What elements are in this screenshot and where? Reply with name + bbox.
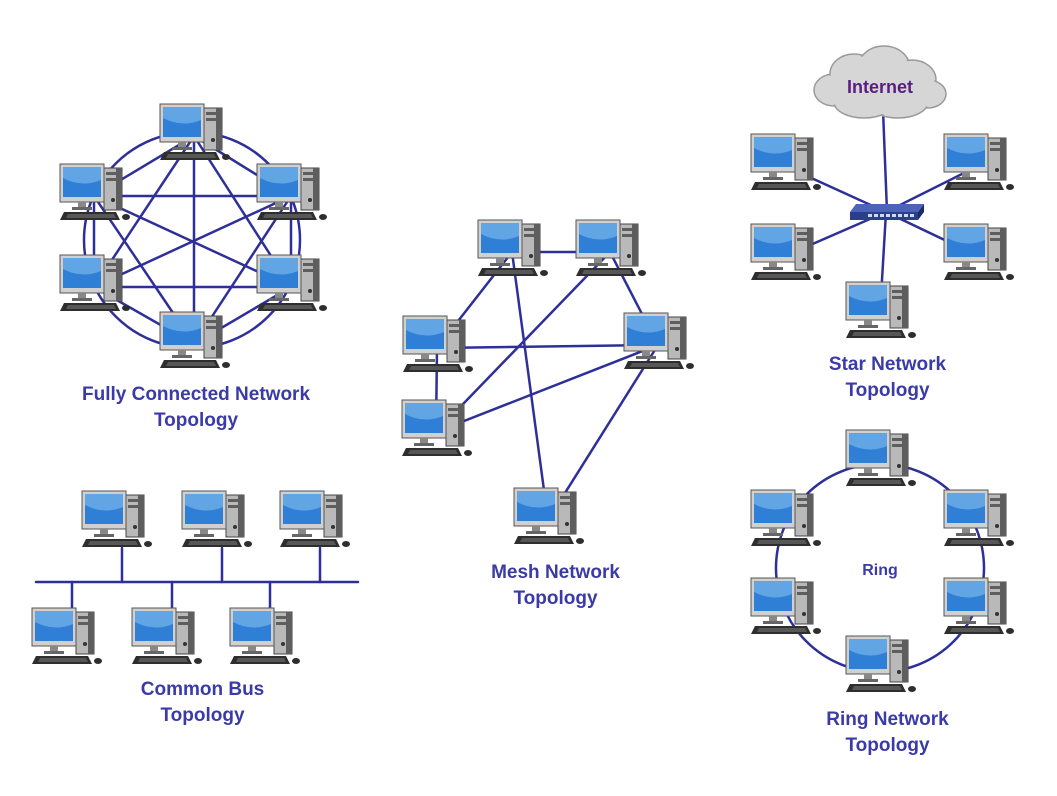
star-uplink-line — [881, 108, 889, 214]
desktop-computer-icon — [943, 489, 1014, 546]
ring-title: Ring Network Topology — [795, 707, 980, 759]
mesh-link — [435, 343, 660, 350]
desktop-computer-icon — [943, 133, 1014, 190]
desktop-computer-icon — [159, 311, 230, 368]
ring-center-label: Ring — [862, 562, 898, 579]
desktop-computer-icon — [750, 133, 821, 190]
common-bus-title: Common Bus Topology — [110, 677, 295, 729]
desktop-computer-icon — [845, 281, 916, 338]
desktop-computer-icon — [750, 223, 821, 280]
desktop-computer-icon — [31, 607, 102, 664]
desktop-computer-icon — [81, 490, 152, 547]
desktop-computer-icon — [59, 163, 130, 220]
mesh-link — [546, 343, 660, 522]
desktop-computer-icon — [229, 607, 300, 664]
desktop-computer-icon — [513, 487, 584, 544]
star-title: Star Network Topology — [795, 352, 980, 404]
desktop-computer-icon — [159, 103, 230, 160]
desktop-computer-icon — [845, 635, 916, 692]
mesh-title-line-1: Mesh Network — [491, 562, 620, 583]
desktop-computer-icon — [402, 315, 473, 372]
desktop-computer-icon — [750, 489, 821, 546]
network-switch-icon — [850, 204, 924, 220]
mesh-title: Mesh Network Topology — [463, 560, 648, 612]
desktop-computer-icon — [401, 399, 472, 456]
common-bus-title-line-1: Common Bus — [140, 679, 265, 700]
desktop-computer-icon — [943, 577, 1014, 634]
desktop-computer-icon — [477, 219, 548, 276]
mesh-link — [434, 250, 612, 434]
mesh-link — [510, 250, 550, 522]
fully-connected-title-line-2: Topology — [153, 410, 239, 431]
mesh-title-line-2: Topology — [513, 588, 598, 609]
desktop-computer-icon — [575, 219, 646, 276]
star-title-line-1: Star Network — [828, 354, 947, 375]
ring-title-line-1: Ring Network — [826, 709, 949, 730]
devices — [31, 45, 1014, 692]
desktop-computer-icon — [59, 254, 130, 311]
desktop-computer-icon — [845, 429, 916, 486]
mesh-link — [434, 343, 660, 434]
desktop-computer-icon — [131, 607, 202, 664]
internet-label: Internet — [846, 77, 913, 97]
desktop-computer-icon — [279, 490, 350, 547]
ring-title-line-2: Topology — [845, 735, 930, 756]
desktop-computer-icon — [181, 490, 252, 547]
desktop-computer-icon — [750, 577, 821, 634]
desktop-computer-icon — [943, 223, 1014, 280]
fully-connected-link — [92, 194, 293, 289]
fully-connected-title: Fully Connected Network Topology — [40, 382, 352, 434]
desktop-computer-icon — [623, 312, 694, 369]
desktop-computer-icon — [256, 254, 327, 311]
fully-connected-title-line-1: Fully Connected Network — [81, 384, 311, 405]
internet-cloud-icon — [813, 45, 947, 119]
common-bus-title-line-2: Topology — [160, 705, 245, 726]
star-title-line-2: Topology — [845, 380, 930, 401]
desktop-computer-icon — [256, 163, 327, 220]
